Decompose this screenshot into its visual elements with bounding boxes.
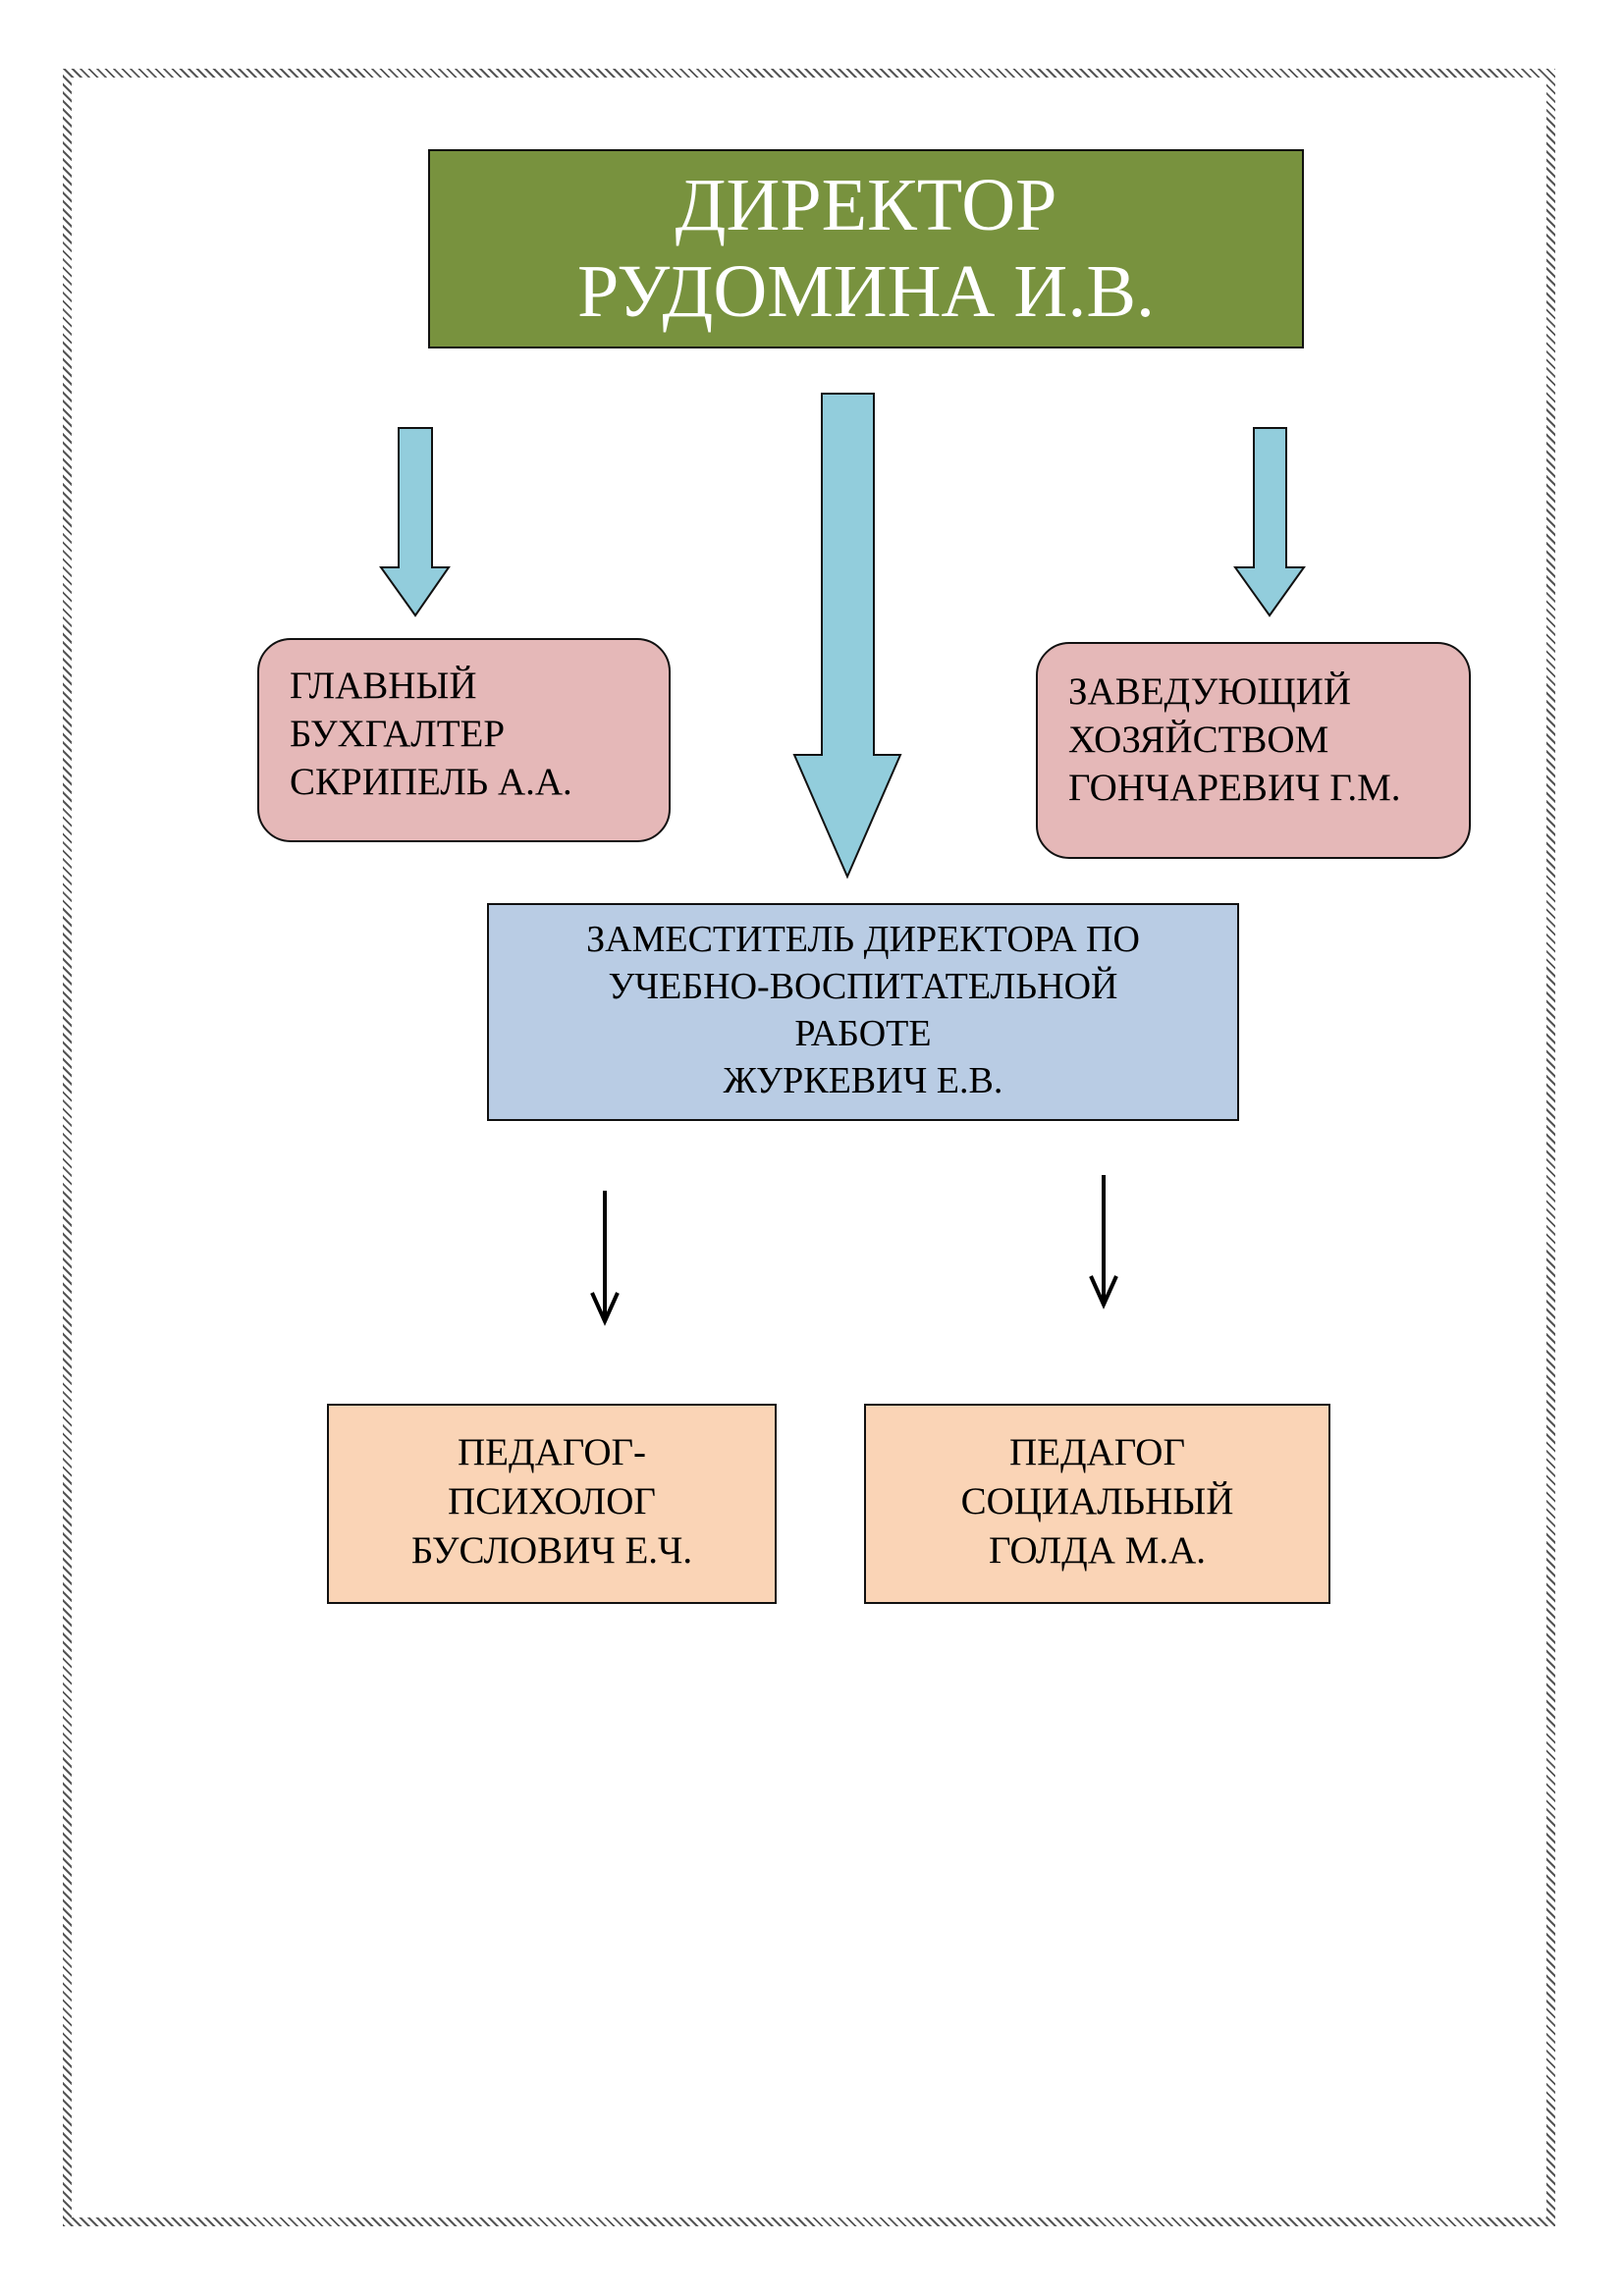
node-line: СОЦИАЛЬНЫЙ	[960, 1479, 1234, 1522]
chief-accountant-node: ГЛАВНЫЙ БУХГАЛТЕР СКРИПЕЛЬ А.А.	[257, 638, 671, 842]
node-line: ГОНЧАРЕВИЧ Г.М.	[1068, 767, 1401, 810]
node-line: БУСЛОВИЧ Е.Ч.	[410, 1528, 693, 1572]
deputy-director-node: ЗАМЕСТИТЕЛЬ ДИРЕКТОРА ПО УЧЕБНО-ВОСПИТАТ…	[487, 903, 1239, 1121]
household-manager-node: ЗАВЕДУЮЩИЙ ХОЗЯЙСТВОМ ГОНЧАРЕВИЧ Г.М.	[1036, 642, 1471, 859]
director-title: ДИРЕКТОР	[675, 164, 1057, 247]
page-border	[63, 69, 1555, 2226]
director-node: ДИРЕКТОР РУДОМИНА И.В.	[428, 149, 1304, 348]
node-line: ПЕДАГОГ-	[457, 1431, 647, 1473]
node-line: ХОЗЯЙСТВОМ	[1068, 719, 1329, 762]
node-line: УЧЕБНО-ВОСПИТАТЕЛЬНОЙ	[608, 965, 1118, 1007]
node-line: ГЛАВНЫЙ	[290, 665, 477, 707]
director-name: РУДОМИНА И.В.	[576, 249, 1156, 333]
node-line: БУХГАЛТЕР	[290, 713, 506, 756]
arrow-director-to-accountant-icon	[379, 427, 451, 617]
social-pedagogue-node: ПЕДАГОГ СОЦИАЛЬНЫЙ ГОЛДА М.А.	[864, 1404, 1330, 1604]
node-line: ГОЛДА М.А.	[988, 1528, 1207, 1572]
node-line: СКРИПЕЛЬ А.А.	[290, 761, 572, 804]
node-line: ПСИХОЛОГ	[448, 1479, 656, 1522]
node-line: ПЕДАГОГ	[1008, 1431, 1186, 1473]
node-line: ЖУРКЕВИЧ Е.В.	[723, 1060, 1003, 1102]
node-line: ЗАВЕДУЮЩИЙ	[1068, 670, 1351, 713]
arrow-deputy-to-social-icon	[1089, 1175, 1118, 1309]
psychologist-node: ПЕДАГОГ- ПСИХОЛОГ БУСЛОВИЧ Е.Ч.	[327, 1404, 777, 1604]
node-line: РАБОТЕ	[794, 1013, 932, 1054]
arrow-deputy-to-psychologist-icon	[590, 1191, 620, 1326]
arrow-director-to-household-icon	[1233, 427, 1306, 617]
node-line: ЗАМЕСТИТЕЛЬ ДИРЕКТОРА ПО	[586, 918, 1140, 960]
arrow-director-to-deputy-icon	[792, 393, 902, 880]
